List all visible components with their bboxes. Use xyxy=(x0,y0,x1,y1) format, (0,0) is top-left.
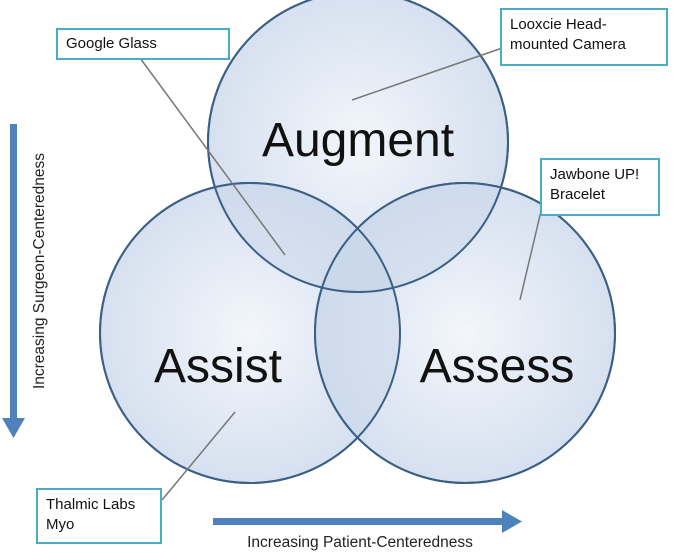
overlap-augment-assist xyxy=(208,183,400,292)
leader-looxcie xyxy=(351,45,509,101)
leader-google-glass xyxy=(139,57,286,256)
vertical-arrow xyxy=(2,124,25,438)
callout-google-glass: Google Glass xyxy=(56,28,230,60)
vertical-axis-label: Increasing Surgeon-Centeredness xyxy=(31,153,48,389)
callout-looxcie: Looxcie Head- mounted Camera xyxy=(500,8,668,66)
horizontal-axis-label: Increasing Patient-Centeredness xyxy=(247,534,473,551)
leader-myo xyxy=(161,411,236,501)
assist-label: Assist xyxy=(154,340,282,393)
callout-myo: Thalmic Labs Myo xyxy=(36,488,162,544)
overlap-augment-assess xyxy=(315,183,508,292)
horizontal-arrow xyxy=(213,510,522,533)
assess-label: Assess xyxy=(420,340,575,393)
augment-label: Augment xyxy=(262,114,454,167)
callout-jawbone: Jawbone UP! Bracelet xyxy=(540,158,660,216)
